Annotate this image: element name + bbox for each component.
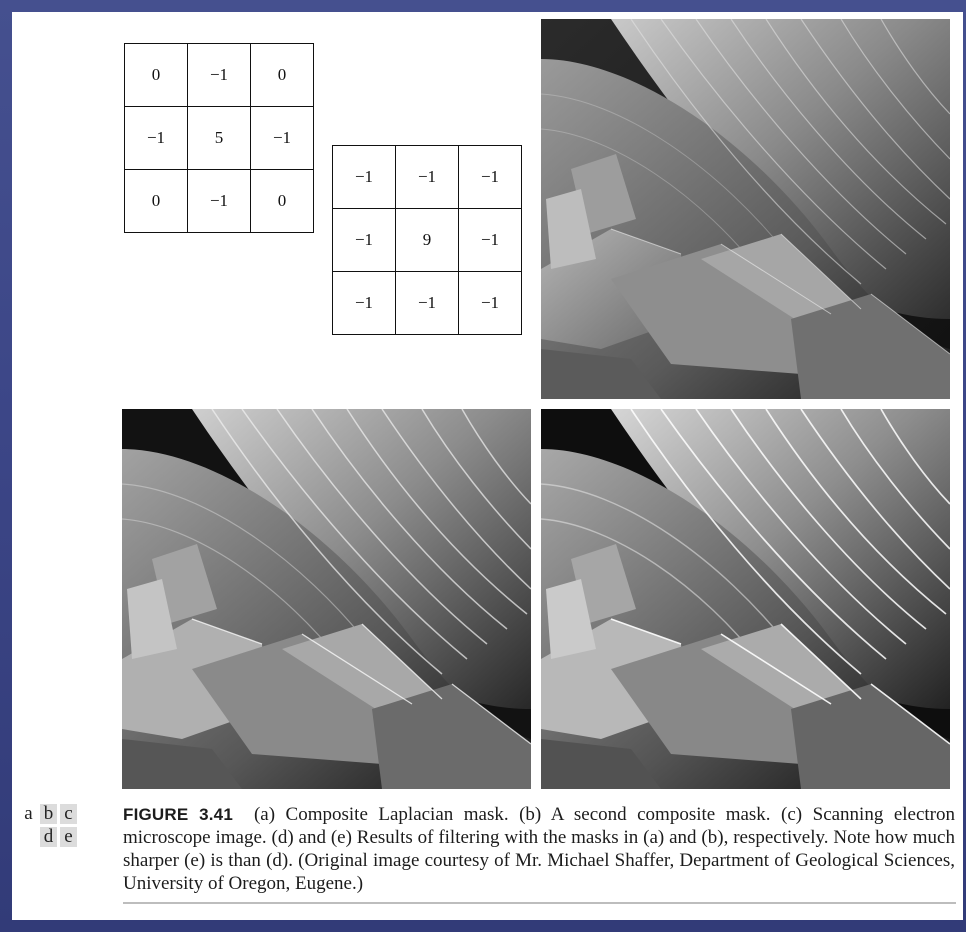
panel-label-d: d [40, 827, 57, 847]
figure-caption: FIGURE 3.41 (a) Composite Laplacian mask… [123, 803, 955, 895]
composite-laplacian-mask-a: 0 −1 0 −1 5 −1 0 −1 0 [124, 43, 314, 233]
sem-image-graphic [541, 409, 950, 789]
mask-row: −1 5 −1 [124, 106, 314, 170]
mask-cell: −1 [250, 106, 314, 170]
panel-label-e: e [60, 827, 77, 847]
composite-mask-b: −1 −1 −1 −1 9 −1 −1 −1 −1 [332, 145, 522, 335]
mask-cell: 0 [124, 43, 188, 107]
sem-image-filtered-mask-a [122, 409, 531, 789]
mask-row: 0 −1 0 [124, 169, 314, 233]
mask-cell: 9 [395, 208, 459, 272]
mask-row: 0 −1 0 [124, 43, 314, 107]
mask-cell: −1 [458, 271, 522, 335]
panel-label-c: c [60, 804, 77, 824]
mask-cell: 0 [124, 169, 188, 233]
mask-cell: 0 [250, 43, 314, 107]
mask-cell: −1 [395, 271, 459, 335]
mask-cell: 5 [187, 106, 251, 170]
bottom-rule-divider [123, 902, 956, 904]
sem-image-original [541, 19, 950, 399]
panel-label-b: b [40, 804, 57, 824]
sem-image-filtered-mask-b [541, 409, 950, 789]
figure-label: FIGURE 3.41 [123, 805, 233, 824]
mask-cell: −1 [187, 169, 251, 233]
textbook-page: 0 −1 0 −1 5 −1 0 −1 0 −1 −1 −1 −1 9 −1 −… [12, 12, 963, 920]
mask-cell: −1 [332, 271, 396, 335]
sem-image-graphic [541, 19, 950, 399]
mask-cell: −1 [458, 145, 522, 209]
panel-label-key: a b c d e [20, 804, 100, 854]
mask-row: −1 −1 −1 [332, 271, 522, 335]
mask-row: −1 9 −1 [332, 208, 522, 272]
sem-image-graphic [122, 409, 531, 789]
mask-cell: −1 [332, 145, 396, 209]
mask-cell: −1 [395, 145, 459, 209]
mask-row: −1 −1 −1 [332, 145, 522, 209]
mask-cell: −1 [332, 208, 396, 272]
mask-cell: 0 [250, 169, 314, 233]
caption-text: (a) Composite Laplacian mask. (b) A seco… [123, 804, 956, 894]
mask-cell: −1 [458, 208, 522, 272]
mask-cell: −1 [187, 43, 251, 107]
panel-label-a: a [24, 803, 33, 824]
mask-cell: −1 [124, 106, 188, 170]
